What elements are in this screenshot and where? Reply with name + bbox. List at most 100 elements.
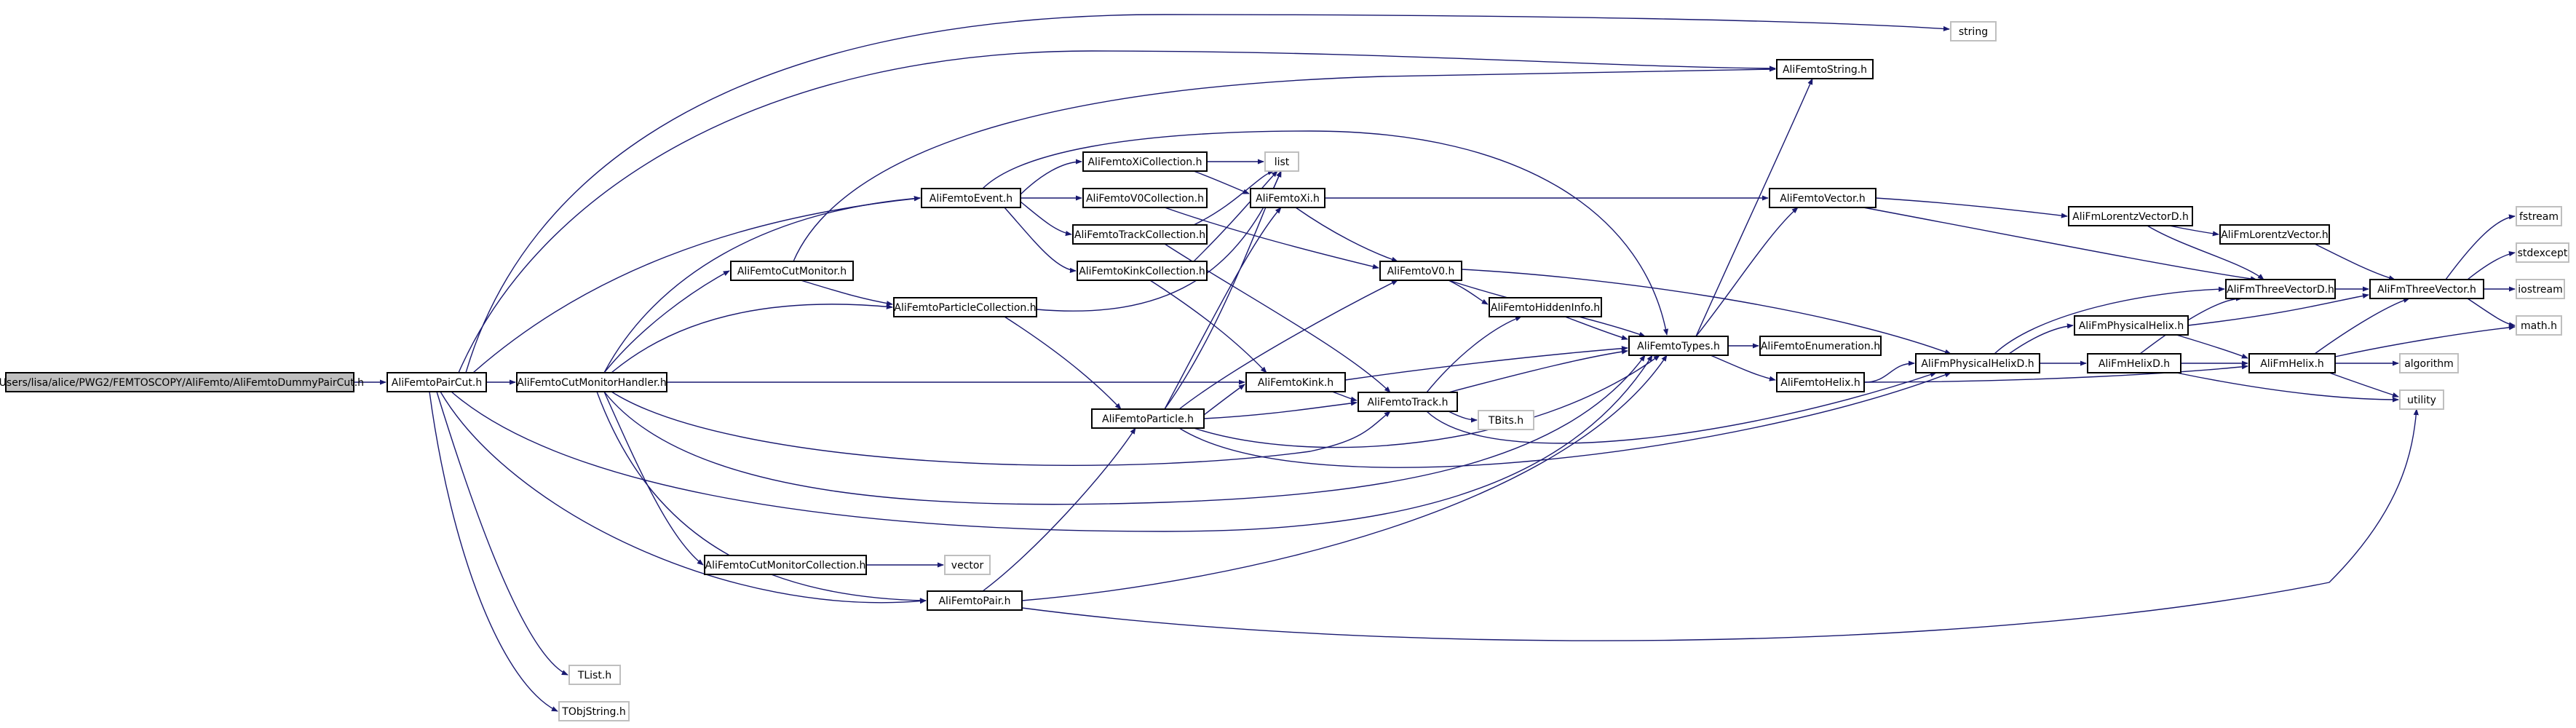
node-box	[387, 372, 487, 392]
node-box	[2087, 353, 2181, 373]
node-lorentz[interactable]: AliFmLorentzVector.h	[2219, 224, 2330, 245]
node-box	[704, 555, 867, 575]
node-box	[1759, 336, 1882, 356]
node-trackcoll[interactable]: AliFemtoTrackCollection.h	[1072, 224, 1208, 245]
edge-three-to-math	[2467, 298, 2516, 328]
node-physhelix[interactable]: AliFmPhysicalHelix.h	[2074, 315, 2189, 336]
node-hiddeninfo[interactable]: AliFemtoHiddenInfo.h	[1489, 297, 1602, 317]
node-label: TList.h	[577, 670, 611, 681]
edge-particle-to-types	[1193, 355, 1660, 448]
node-box	[2399, 353, 2459, 373]
node-box	[1776, 372, 1865, 392]
edge-cutmonitor-to-particlecoll	[800, 280, 893, 306]
node-label: AliFmHelixD.h	[2099, 358, 2170, 370]
node-label: iostream	[2518, 284, 2563, 296]
node-box	[1628, 336, 1729, 356]
node-pair[interactable]: AliFemtoPair.h	[927, 590, 1023, 611]
node-box	[1769, 188, 1876, 208]
node-physhelixD[interactable]: AliFmPhysicalHelixD.h	[1915, 353, 2040, 373]
edge-cutmonitorhandler-to-pair	[596, 391, 927, 604]
dependency-edges	[354, 14, 2516, 712]
node-fmhelix[interactable]: AliFmHelix.h	[2248, 353, 2336, 373]
node-box	[1478, 410, 1534, 430]
node-algorithm[interactable]: algorithm	[2399, 353, 2459, 373]
node-label: TObjString.h	[561, 706, 625, 718]
node-iostream[interactable]: iostream	[2516, 279, 2565, 299]
edge-event-to-types	[982, 130, 1669, 336]
edge-hiddeninfo-to-types	[1564, 316, 1628, 341]
node-label: AliFmLorentzVector.h	[2221, 229, 2329, 241]
node-cutmonitorhandler[interactable]: AliFemtoCutMonitorHandler.h	[516, 372, 667, 392]
node-list[interactable]: list	[1264, 151, 1299, 172]
edge-event-to-trackcoll	[1020, 201, 1072, 237]
edge-xi-to-v0	[1295, 207, 1398, 262]
node-cutmonitor[interactable]: AliFemtoCutMonitor.h	[730, 261, 854, 281]
node-tobjstring[interactable]: TObjString.h	[558, 701, 630, 721]
node-box	[730, 261, 854, 281]
node-xicoll[interactable]: AliFemtoXiCollection.h	[1082, 151, 1208, 172]
node-box	[893, 297, 1037, 317]
node-threeD[interactable]: AliFmThreeVectorD.h	[2225, 279, 2336, 299]
node-box	[1915, 353, 2040, 373]
node-particlecoll[interactable]: AliFemtoParticleCollection.h	[893, 297, 1037, 317]
node-label: AliFemtoPair.h	[938, 596, 1010, 607]
edge-paircut-to-string	[465, 14, 1950, 373]
edge-trackcoll-to-list	[1193, 170, 1275, 226]
node-label: AliFemtoCutMonitorHandler.h	[517, 377, 666, 389]
edge-kink-to-types	[1344, 346, 1628, 381]
node-utility[interactable]: utility	[2399, 389, 2444, 410]
node-v0coll[interactable]: AliFemtoV0Collection.h	[1082, 188, 1208, 208]
node-label: AliFemtoEnumeration.h	[1761, 341, 1880, 352]
edge-types-to-femtostring	[1695, 78, 1813, 337]
node-vectorstd[interactable]: vector	[944, 555, 991, 575]
node-kink[interactable]: AliFemtoKink.h	[1245, 372, 1346, 392]
node-label: AliFemtoXiCollection.h	[1087, 157, 1202, 168]
node-label: AliFemtoXi.h	[1256, 193, 1320, 205]
node-label: AliFemtoV0Collection.h	[1086, 193, 1204, 205]
node-tbits[interactable]: TBits.h	[1478, 410, 1534, 430]
node-box	[2074, 315, 2189, 336]
node-label: AliFmPhysicalHelixD.h	[1921, 358, 2034, 370]
node-box	[1489, 297, 1602, 317]
edge-three-to-fstream	[2445, 214, 2516, 280]
node-particle[interactable]: AliFemtoParticle.h	[1091, 408, 1205, 429]
node-box	[1264, 151, 1299, 172]
edge-v0-to-hiddeninfo	[1448, 280, 1489, 305]
node-enumeration[interactable]: AliFemtoEnumeration.h	[1759, 336, 1882, 356]
node-label: AliFemtoTrack.h	[1368, 397, 1448, 408]
edge-physhelixD-to-physhelix	[2008, 323, 2074, 355]
node-monitorcoll[interactable]: AliFemtoCutMonitorCollection.h	[704, 555, 867, 575]
node-track[interactable]: AliFemtoTrack.h	[1358, 392, 1458, 412]
node-box	[1379, 261, 1462, 281]
node-label: AliFemtoParticleCollection.h	[894, 302, 1036, 314]
node-box	[927, 590, 1023, 611]
node-kinkcoll[interactable]: AliFemtoKinkCollection.h	[1077, 261, 1208, 281]
edge-event-to-kinkcoll	[1004, 207, 1077, 274]
node-paircut[interactable]: AliFemtoPairCut.h	[387, 372, 487, 392]
node-event[interactable]: AliFemtoEvent.h	[921, 188, 1021, 208]
node-string[interactable]: string	[1950, 21, 1997, 41]
node-box	[1077, 261, 1208, 281]
node-label: AliFemtoTypes.h	[1637, 341, 1720, 352]
edge-lorentzD-to-threeD	[2147, 225, 2264, 280]
node-fstream[interactable]: fstream	[2516, 206, 2562, 226]
node-stdexcept[interactable]: stdexcept	[2516, 242, 2569, 263]
node-types[interactable]: AliFemtoTypes.h	[1628, 336, 1729, 356]
node-helix[interactable]: AliFemtoHelix.h	[1776, 372, 1865, 392]
edge-particle-to-xi	[1164, 207, 1282, 410]
node-lorentzD[interactable]: AliFmLorentzVectorD.h	[2068, 206, 2193, 226]
node-xi[interactable]: AliFemtoXi.h	[1250, 188, 1325, 208]
node-label: AliFemtoPairCut.h	[392, 377, 482, 389]
node-box	[1072, 224, 1208, 245]
node-math[interactable]: math.h	[2516, 315, 2562, 336]
node-box	[2068, 206, 2193, 226]
node-vector[interactable]: AliFemtoVector.h	[1769, 188, 1876, 208]
node-fmhelixD[interactable]: AliFmHelixD.h	[2087, 353, 2181, 373]
node-root[interactable]: /Users/lisa/alice/PWG2/FEMTOSCOPY/AliFem…	[0, 372, 364, 392]
node-femtostring[interactable]: AliFemtoString.h	[1776, 59, 1874, 79]
node-v0[interactable]: AliFemtoV0.h	[1379, 261, 1462, 281]
edge-fmhelix-to-utility	[2329, 372, 2399, 397]
node-three[interactable]: AliFmThreeVector.h	[2369, 279, 2484, 299]
node-label: vector	[951, 560, 984, 571]
node-tlist[interactable]: TList.h	[568, 665, 621, 685]
